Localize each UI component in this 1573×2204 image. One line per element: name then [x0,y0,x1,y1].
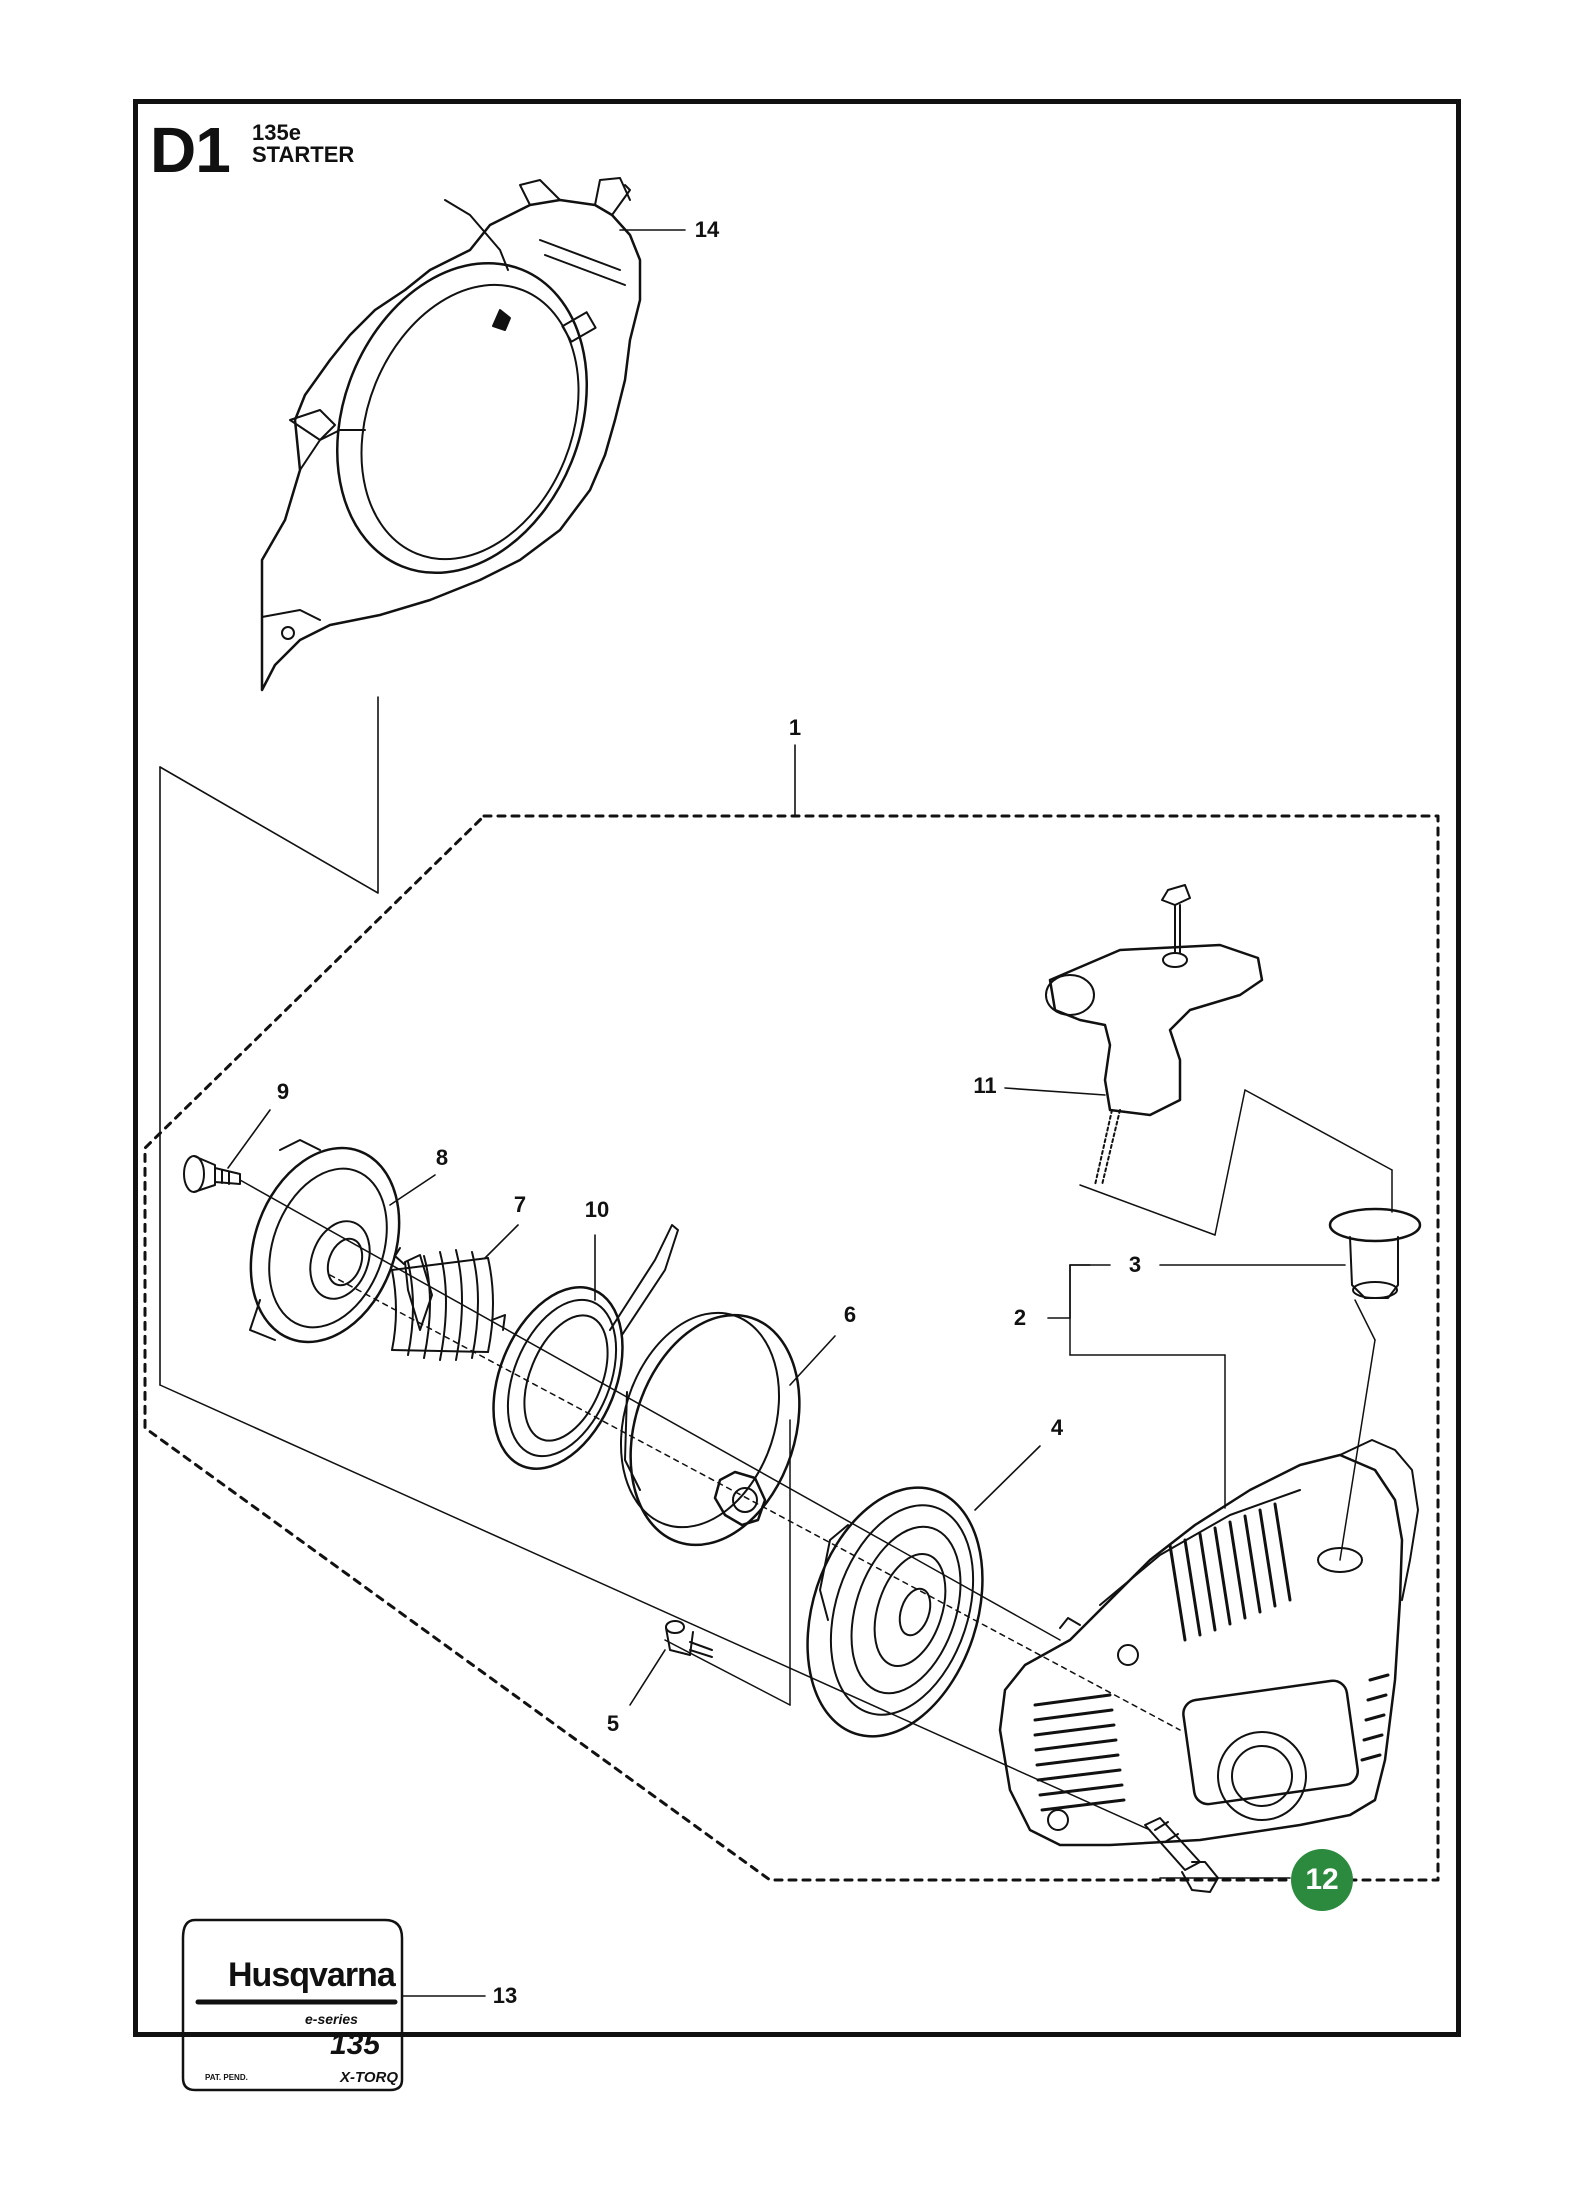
screw-part-12 [1144,1817,1219,1893]
fan-housing-part [260,177,642,692]
callout-11: 11 [973,1073,997,1098]
decal-patent: PAT. PEND. [205,2073,248,2082]
decal-brand: Husqvarna [228,1956,396,1994]
decal-tech: X-TORQ [340,2069,399,2086]
starter-housing-part-2 [998,1439,1419,1847]
model-name: 135e [252,120,301,145]
assembly-lines [159,1089,1393,1831]
rope-guide-part-3 [1328,1207,1422,1299]
callout-2: 2 [1013,1305,1027,1330]
section-name: STARTER [252,142,355,167]
starter-assembly-outline [143,814,1440,1882]
spring-cassette-part-4 [806,1486,984,1738]
diagram-frame [133,99,1461,2037]
callout-8: 8 [435,1145,449,1170]
section-code: D1 [150,114,231,186]
rope-pulley-part-6 [619,1311,801,1547]
callout-13: 13 [492,1983,518,2008]
coil-spring-part-7 [391,1247,506,1361]
callout-12: 12 [1291,1849,1353,1911]
leader-lines [227,229,1346,1997]
decal-series: e-series [305,2011,358,2027]
callout-4: 4 [1050,1415,1064,1440]
screw-part-9 [183,1155,241,1193]
callout-5: 5 [606,1711,620,1736]
callout-3: 3 [1128,1252,1142,1277]
callout-9: 9 [276,1079,290,1104]
callout-10: 10 [584,1197,610,1222]
callout-7: 7 [513,1192,527,1217]
decal-outline [181,1918,404,2092]
decal-model: 135 [330,2028,381,2061]
callout-14: 14 [694,217,720,242]
callout-6: 6 [843,1302,857,1327]
recoil-spring-part-10 [492,1224,679,1470]
callout-1: 1 [788,715,802,740]
pulley-part-8 [249,1139,401,1344]
starter-handle-part-11 [1045,884,1264,1186]
screw-part-5 [665,1620,713,1658]
